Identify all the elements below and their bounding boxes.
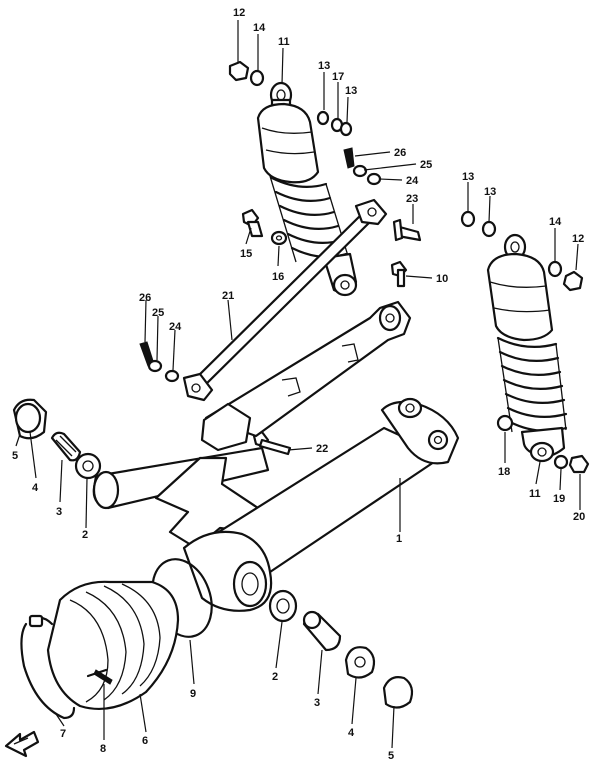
drive-shaft-boot: [20, 558, 213, 720]
callout-12: 12: [572, 233, 584, 245]
callout-9: 9: [190, 688, 196, 700]
leader-lines: [15, 20, 581, 749]
front-arrow-icon: [4, 730, 40, 758]
callout-3: 3: [314, 697, 320, 709]
callout-2: 2: [272, 671, 278, 683]
swingarm: [92, 300, 460, 612]
callout-15: 15: [240, 248, 252, 260]
callout-13: 13: [345, 85, 357, 97]
callout-20: 20: [573, 511, 585, 523]
callout-1: 1: [396, 533, 402, 545]
callout-18: 18: [498, 466, 510, 478]
pivot-parts-right: [268, 589, 414, 709]
callout-11: 11: [529, 488, 541, 500]
callout-13: 13: [318, 60, 330, 72]
callout-21: 21: [222, 290, 234, 302]
callout-5: 5: [388, 750, 394, 762]
torque-link: [182, 198, 388, 402]
callout-14: 14: [549, 216, 562, 228]
callout-6: 6: [142, 735, 148, 747]
rear-shock-absorber-right: [486, 233, 568, 463]
callout-4: 4: [32, 482, 39, 494]
callout-22: 22: [316, 443, 328, 455]
callout-2: 2: [82, 529, 88, 541]
callout-23: 23: [406, 193, 418, 205]
callout-25: 25: [420, 159, 432, 171]
callout-11: 11: [278, 36, 290, 48]
callout-26: 26: [139, 292, 151, 304]
rear-shock-absorber-left: [256, 81, 358, 297]
callout-13: 13: [462, 171, 474, 183]
callout-17: 17: [332, 71, 344, 83]
shock-hardware: [139, 60, 590, 474]
callout-7: 7: [60, 728, 66, 740]
callout-8: 8: [100, 743, 106, 755]
callout-19: 19: [553, 493, 565, 505]
pivot-parts-left: [12, 398, 102, 480]
callout-4: 4: [348, 727, 355, 739]
callout-14: 14: [253, 22, 266, 34]
callout-16: 16: [272, 271, 284, 283]
callout-10: 10: [436, 273, 448, 285]
callout-3: 3: [56, 506, 62, 518]
callout-5: 5: [12, 450, 18, 462]
callout-25: 25: [152, 307, 164, 319]
callout-13: 13: [484, 186, 496, 198]
callout-numbers: 12 14 11 13 17 13 26 25 24 13 13 23 15 1…: [12, 7, 585, 762]
callout-24: 24: [406, 175, 419, 187]
callout-26: 26: [394, 147, 406, 159]
callout-24: 24: [169, 321, 182, 333]
callout-12: 12: [233, 7, 245, 19]
